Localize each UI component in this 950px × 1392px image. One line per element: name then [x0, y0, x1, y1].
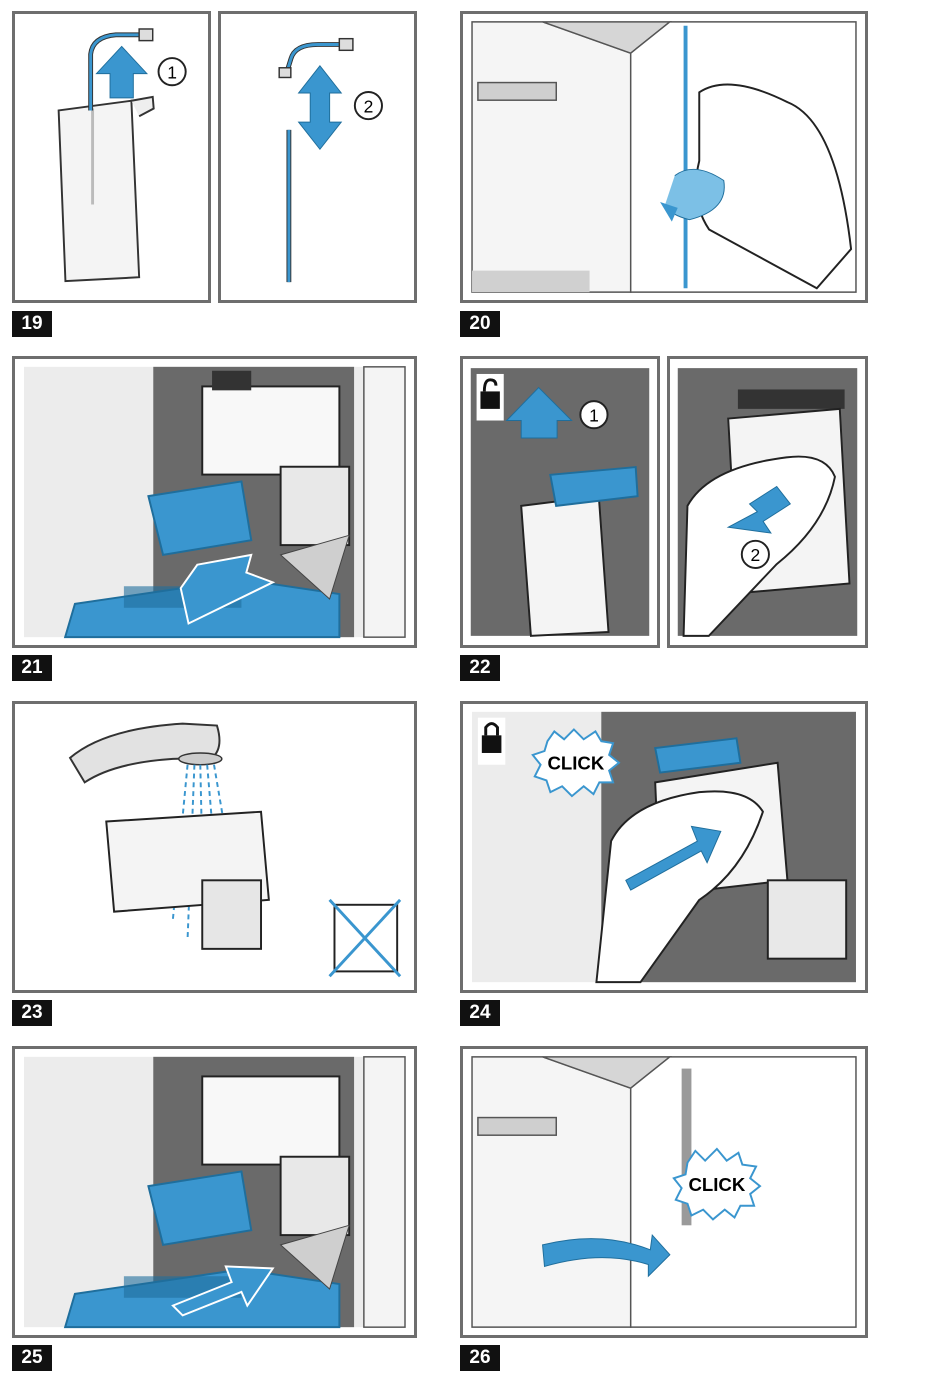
panel-23	[12, 701, 417, 993]
panel-22b: 2	[667, 356, 868, 648]
brewing-unit-pull-out-illustration: 2	[670, 359, 865, 645]
step-marker-2: 2	[364, 96, 374, 116]
unlock-icon	[480, 391, 499, 408]
panel-24: CLICK	[460, 701, 868, 993]
panel-19b: 2	[218, 11, 417, 303]
door-close-illustration: CLICK	[463, 1049, 865, 1335]
step-marker-1: 1	[167, 62, 177, 82]
step-label-25: 25	[12, 1345, 52, 1371]
panel-21	[12, 356, 417, 648]
panel-20	[460, 11, 868, 303]
panel-19a: 1	[12, 11, 211, 303]
click-callout: CLICK	[688, 1174, 745, 1195]
rinse-brewing-unit-illustration	[15, 704, 414, 990]
door-open-illustration	[463, 14, 865, 300]
step-marker-2: 2	[751, 545, 761, 565]
step-label-20: 20	[460, 311, 500, 337]
step-label-22: 22	[460, 655, 500, 681]
step-marker-1: 1	[589, 405, 599, 425]
brewing-unit-insert-illustration: CLICK	[463, 704, 865, 990]
panel-25	[12, 1046, 417, 1338]
step-label-21: 21	[12, 655, 52, 681]
milk-container-tube-illustration: 1	[15, 14, 208, 300]
step-label-26: 26	[460, 1345, 500, 1371]
lock-icon	[482, 735, 502, 753]
step-label-23: 23	[12, 1000, 52, 1026]
brewing-unit-unlock-illustration: 1	[463, 359, 657, 645]
panel-22a: 1	[460, 356, 660, 648]
drip-tray-removal-illustration	[15, 359, 414, 645]
click-callout: CLICK	[547, 753, 604, 774]
panel-26: CLICK	[460, 1046, 868, 1338]
step-label-19: 19	[12, 311, 52, 337]
drip-tray-insert-illustration	[15, 1049, 414, 1335]
tube-detach-illustration: 2	[221, 14, 414, 300]
step-label-24: 24	[460, 1000, 500, 1026]
